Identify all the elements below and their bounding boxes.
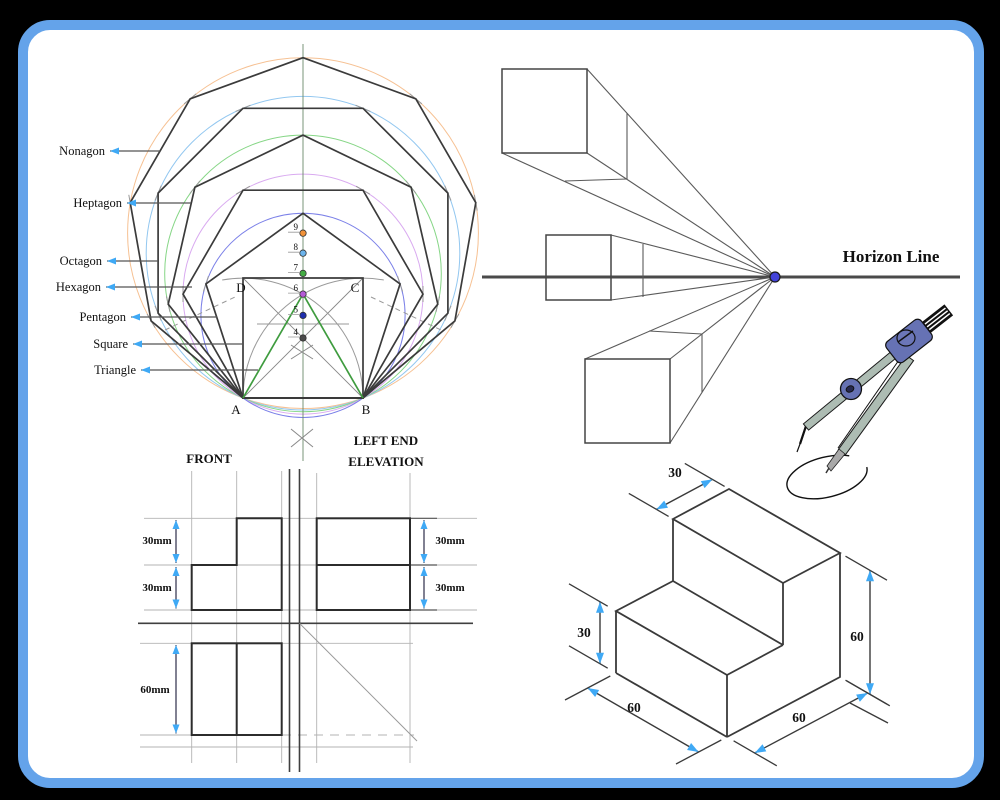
- iso-dim-top: 30: [668, 465, 682, 480]
- center-dot-5: [299, 311, 307, 319]
- center-dot-4: [299, 334, 307, 342]
- point-number-8: 8: [294, 242, 299, 252]
- shape-leader-lines: [106, 147, 258, 374]
- side-top-dim: 30mm: [435, 535, 464, 547]
- nonagon-label: Nonagon: [59, 144, 106, 158]
- shape-labels: Nonagon Heptagon Octagon Hexagon Pentago…: [56, 144, 137, 377]
- pentagon-label: Pentagon: [79, 310, 126, 324]
- middle-cube-face: [545, 234, 612, 301]
- iso-dim-bottom-right: 60: [792, 710, 806, 725]
- compass-needle: [798, 425, 808, 445]
- number-tick-marks: [288, 231, 299, 338]
- compass-pencil-point: [826, 448, 846, 472]
- front-top-dim: 30mm: [142, 535, 171, 547]
- compass-illustration: [786, 304, 954, 500]
- dim-top-width: [656, 478, 713, 511]
- drawn-circle-arc: [786, 454, 868, 500]
- compass-inner-leg-edge: [837, 359, 900, 449]
- heptagon-shape: [167, 134, 439, 399]
- plan-height-dim: 60mm: [140, 684, 169, 696]
- octagon-shape: [157, 107, 449, 399]
- point-number-6: 6: [294, 283, 299, 293]
- center-point-numbers: 4 5 6 7 8 9: [294, 222, 299, 337]
- corner-label-a: A: [231, 402, 241, 417]
- nonagon-shape: [129, 56, 477, 399]
- hexagon-label: Hexagon: [56, 280, 102, 294]
- orthographic-projection-panel: 30mm 30mm 60mm 30mm 30mm FRONT LEFT END …: [138, 433, 477, 772]
- center-dot-6: [299, 290, 307, 298]
- iso-dim-bottom-left: 60: [627, 700, 641, 715]
- compass-pencil-lead: [825, 467, 830, 474]
- iso-dimension-lines: [587, 478, 874, 754]
- corner-label-c: C: [351, 280, 360, 295]
- square-label: Square: [93, 337, 128, 351]
- cube-back-edges: [564, 113, 703, 392]
- point-number-7: 7: [294, 262, 299, 272]
- knob-stripes: [924, 307, 951, 331]
- side-bottom-dim: 30mm: [435, 582, 464, 594]
- iso-extension-lines: [564, 462, 891, 767]
- top-cube-face: [501, 68, 588, 154]
- side-view-outline: [315, 517, 412, 611]
- iso-dim-right: 60: [850, 629, 864, 644]
- hinge-screw-hole: [845, 385, 855, 393]
- side-view-title-line2: ELEVATION: [348, 454, 424, 469]
- front-view-outline: [190, 517, 283, 611]
- corner-label-b: B: [362, 402, 371, 417]
- dim-depth-left: [587, 687, 699, 753]
- polygon-center-points: [299, 229, 307, 342]
- bottom-cube-face: [584, 358, 671, 444]
- heptagon-label: Heptagon: [73, 196, 122, 210]
- point-number-4: 4: [294, 327, 299, 337]
- compass-needle-tip: [796, 443, 801, 453]
- dashed-construction-lines: [164, 296, 442, 331]
- head-screw-slot: [897, 330, 914, 343]
- triangle-label: Triangle: [94, 363, 136, 377]
- point-number-5: 5: [294, 304, 299, 314]
- isometric-block-panel: 30 30 60 60 60: [564, 462, 891, 767]
- horizon-line-label: Horizon Line: [843, 247, 940, 266]
- side-view-title-line1: LEFT END: [354, 433, 418, 448]
- front-bottom-dim: 30mm: [142, 582, 171, 594]
- ortho-dimension-arrows: [172, 520, 428, 734]
- slide-frame: [18, 20, 984, 788]
- perspective-construction-lines: [501, 68, 776, 444]
- head-screw: [896, 329, 916, 347]
- cube-front-faces: [501, 68, 671, 444]
- reference-axes: [138, 469, 473, 772]
- center-dot-9: [299, 229, 307, 237]
- point-number-9: 9: [294, 222, 299, 232]
- plan-view-outline: [190, 642, 283, 736]
- inscribed-polygons: [129, 56, 477, 399]
- bisection-cross-marks: [290, 344, 314, 448]
- front-view-title: FRONT: [186, 451, 232, 466]
- iso-dim-left: 30: [577, 625, 591, 640]
- corner-label-d: D: [236, 280, 245, 295]
- center-dot-8: [299, 249, 307, 257]
- one-point-perspective-panel: Horizon Line: [482, 68, 960, 444]
- octagon-label: Octagon: [60, 254, 103, 268]
- center-dot-7: [299, 269, 307, 277]
- miter-line: [299, 622, 418, 742]
- vanishing-point: [769, 271, 781, 283]
- square-shape: [242, 277, 364, 399]
- dim-width-right: [754, 692, 869, 754]
- side-extension-ticks: [411, 517, 437, 611]
- polygon-construction-panel: 4 5 6 7 8 9 A B C D Nonagon Heptagon Oct…: [56, 44, 479, 461]
